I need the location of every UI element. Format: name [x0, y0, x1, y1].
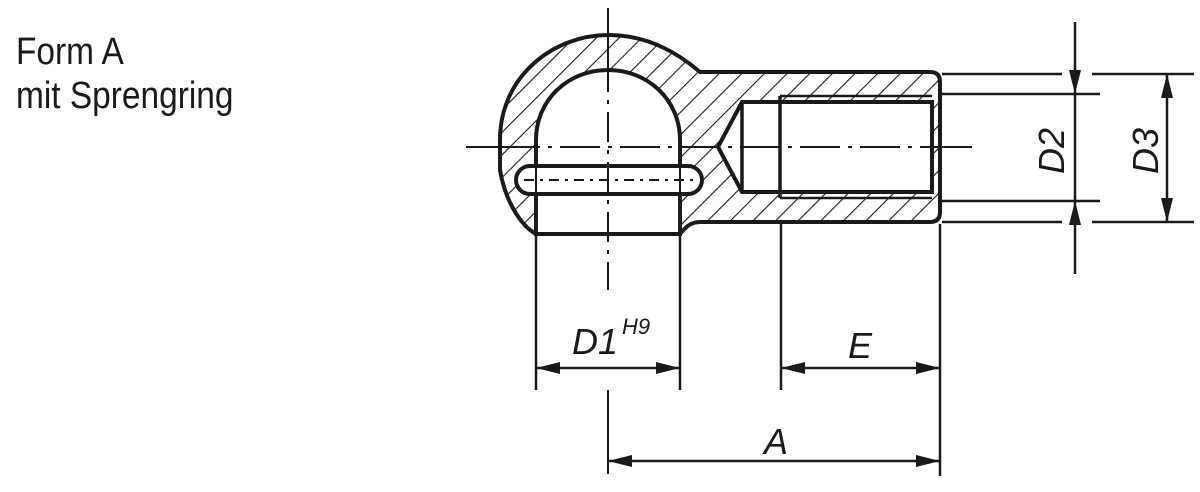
dimension-lines: [536, 22, 1173, 467]
caption-subtitle: mit Sprengring: [16, 75, 234, 117]
dim-a-label: A: [762, 421, 788, 462]
center-lines: [466, 8, 972, 474]
dim-d1-label: D1: [572, 321, 618, 362]
drawing-caption: Form A mit Sprengring: [16, 30, 233, 118]
part-section: [498, 32, 942, 236]
caption-form: Form A: [16, 31, 124, 73]
extension-lines: [534, 72, 1194, 476]
dim-d2-label: D2: [1031, 128, 1072, 174]
dim-e-label: E: [848, 325, 873, 366]
dim-d1-tolerance: H9: [622, 314, 650, 339]
dim-d3-label: D3: [1125, 128, 1166, 174]
